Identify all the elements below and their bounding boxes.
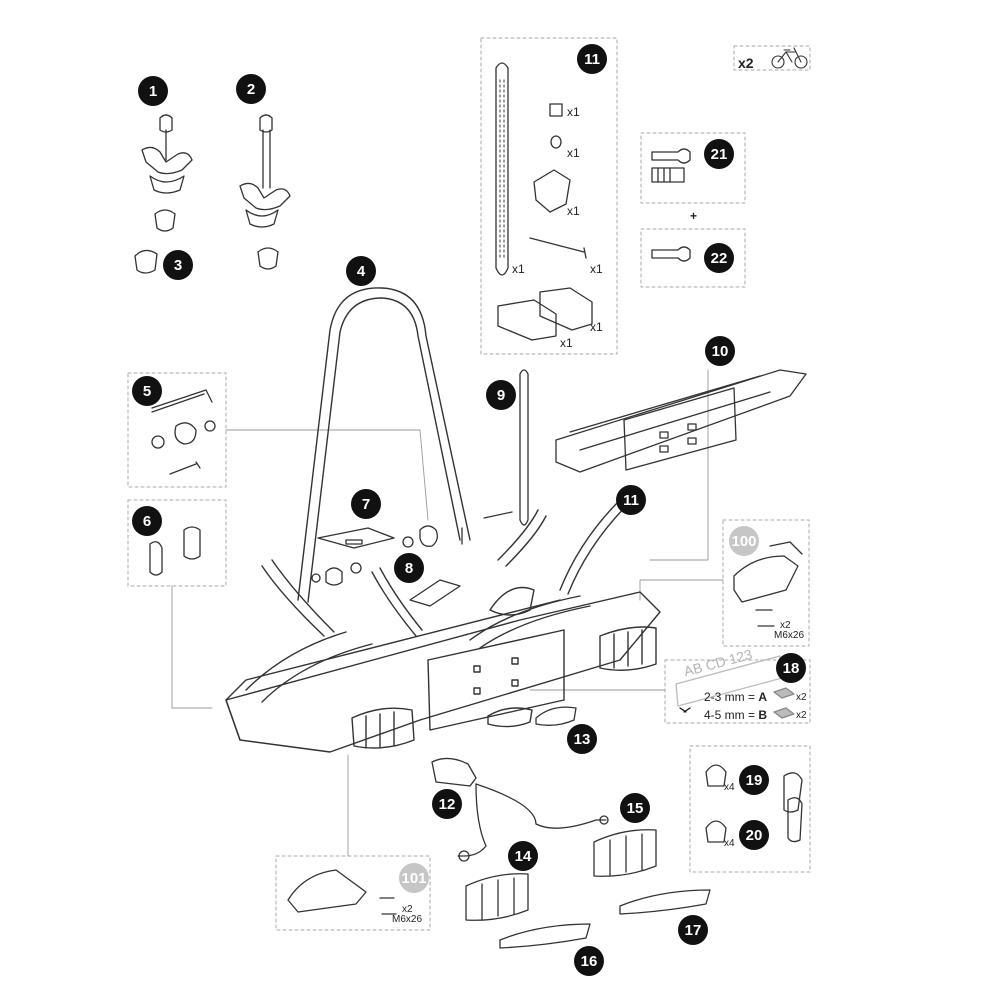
part-12-wiring (431, 757, 609, 862)
callout-8: 8 (394, 553, 424, 583)
callout-14: 14 (508, 841, 538, 871)
part-5-tools (151, 389, 216, 475)
callout-7: 7 (351, 489, 381, 519)
plate-row-a-label: 2-3 mm = (704, 690, 756, 704)
callout-11-kit: 11 (577, 44, 607, 74)
qty-bikes: x2 (738, 55, 754, 71)
box-part-19-20 (689, 745, 811, 873)
part-2-holder (239, 114, 291, 270)
callout-15: 15 (620, 793, 650, 823)
plate-row-b-label: 4-5 mm = (704, 708, 756, 722)
part-4-frame (297, 287, 471, 603)
callout-101: 101 (399, 863, 429, 893)
part-3-cap (134, 249, 158, 274)
qty-clip20: x4 (724, 838, 735, 849)
bolt-hardware (311, 525, 463, 586)
qty-nut: x1 (567, 105, 580, 119)
callout-2: 2 (236, 74, 266, 104)
callout-4: 4 (346, 256, 376, 286)
part-21-lock (651, 148, 691, 183)
qty-block2: x1 (560, 336, 573, 350)
part-1-holder (141, 114, 193, 232)
part-10-base (555, 369, 807, 473)
part-9-strap (483, 369, 529, 526)
qty-clamp: x1 (567, 204, 580, 218)
box-part-11 (480, 37, 618, 355)
callout-22: 22 (704, 243, 734, 273)
callout-21: 21 (704, 139, 734, 169)
part-6-clips (149, 526, 201, 576)
plate-row-a-letter: A (758, 690, 768, 704)
box-bikes (733, 45, 811, 71)
callout-13: 13 (567, 724, 597, 754)
part-7-cover (317, 527, 395, 549)
box-part-5 (127, 372, 227, 488)
box-part-21 (640, 132, 746, 204)
arrows-compress-icon (679, 707, 691, 713)
part-16-lens (499, 923, 591, 949)
qty-screws-101: x2 (402, 904, 413, 915)
callout-20: 20 (739, 820, 769, 850)
part-100-hook (733, 541, 803, 627)
plate-row-b-letter: B (758, 708, 768, 722)
box-part-18 (664, 659, 811, 724)
screw-spec-100: M6x26 (774, 630, 805, 641)
callout-5: 5 (132, 376, 162, 406)
part-8-bracket (409, 579, 461, 607)
plate-row-b: 4-5 mm = B (704, 708, 767, 722)
group-boxes (127, 37, 811, 931)
plate-row-a-qty: x2 (796, 692, 807, 703)
bicycle-icon (771, 47, 808, 69)
box-part-100 (722, 519, 810, 647)
part-101-hook (287, 869, 397, 915)
callout-12: 12 (432, 789, 462, 819)
callout-11-arm: 11 (616, 485, 646, 515)
callout-6: 6 (132, 506, 162, 536)
callout-100: 100 (729, 526, 759, 556)
box-part-6 (127, 499, 227, 587)
part-14-light (465, 873, 529, 921)
qty-block1: x1 (590, 320, 603, 334)
cable-bundle (783, 772, 803, 843)
bike-carrier-assembly (225, 499, 661, 753)
part-11-kit (495, 62, 593, 341)
part-20-clip (705, 820, 727, 843)
plate-row-a: 2-3 mm = A (704, 690, 767, 704)
callout-9: 9 (486, 380, 516, 410)
part-13-pad (535, 706, 577, 726)
callout-10: 10 (705, 336, 735, 366)
qty-screws-100: x2 (780, 620, 791, 631)
box-part-22 (640, 228, 746, 288)
callout-1: 1 (138, 76, 168, 106)
plate-row-b-qty: x2 (796, 710, 807, 721)
qty-washer: x1 (567, 146, 580, 160)
screw-spec-101: M6x26 (392, 914, 423, 925)
callout-18: 18 (776, 653, 806, 683)
leader-lines (171, 369, 724, 857)
part-15-light (593, 829, 657, 877)
part-19-clip (705, 764, 727, 787)
callout-16: 16 (574, 946, 604, 976)
callout-19: 19 (739, 765, 769, 795)
qty-strap: x1 (512, 262, 525, 276)
qty-bolt: x1 (590, 262, 603, 276)
plus-sign: + (690, 209, 698, 223)
part-22-key (651, 246, 691, 262)
part-17-lens (619, 889, 711, 915)
callout-3: 3 (163, 250, 193, 280)
qty-clip19: x4 (724, 782, 735, 793)
callout-17: 17 (678, 915, 708, 945)
